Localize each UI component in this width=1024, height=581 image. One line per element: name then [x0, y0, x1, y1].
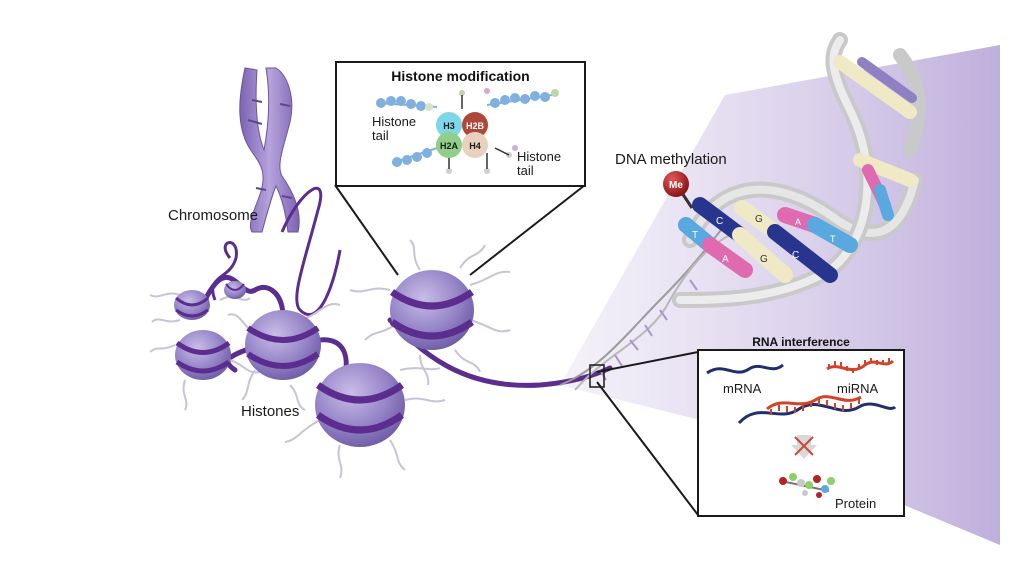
- mrna-bound-strand: [737, 402, 897, 425]
- dna-methylation-label: DNA methylation: [615, 151, 727, 168]
- nucleosome-4: [389, 270, 475, 350]
- dna-double-helix: [672, 32, 926, 308]
- base-pair-3: A T: [777, 207, 858, 253]
- h2b-label: H2B: [466, 121, 485, 131]
- histone-tail-right-line1: Histone: [517, 149, 562, 164]
- zoom-marker: [589, 364, 605, 388]
- zoom-line-left: [334, 184, 399, 276]
- mrna-strand: [706, 363, 784, 375]
- chromosome-icon: [239, 67, 342, 316]
- h4-label: H4: [469, 141, 481, 151]
- base-pair-4: G C: [734, 200, 838, 283]
- methyl-group-icon: Me: [663, 171, 694, 209]
- histone-tail-left-line2: tail: [372, 128, 389, 143]
- nucleosome-1: [175, 330, 231, 380]
- mrna-label: mRNA: [723, 381, 762, 396]
- h3-label: H3: [443, 121, 455, 131]
- h4-subunit: [462, 132, 488, 158]
- methyl-label: Me: [669, 180, 683, 191]
- blocked-arrow-icon: [791, 435, 817, 459]
- base-pair-1: C G: [692, 197, 793, 283]
- base-letter: A: [722, 254, 729, 265]
- histone-octamer-diagram: H3 H2B H2A H4: [376, 88, 559, 174]
- h3-subunit: [436, 112, 462, 138]
- nucleosome-small-2: [174, 290, 210, 320]
- h2b-subunit: [462, 112, 488, 138]
- histone-tail-left-line1: Histone: [372, 114, 417, 129]
- rna-interference-panel: RNA interference mRNA miRNA Protein: [697, 335, 905, 517]
- nucleosome-small-1: [224, 281, 246, 299]
- zoom-line-rna-bottom: [596, 381, 699, 516]
- nucleosome-3: [315, 363, 405, 447]
- chromosome-label: Chromosome: [168, 207, 259, 224]
- base-letter: G: [755, 214, 763, 225]
- base-letter: C: [792, 250, 799, 261]
- nucleosome-2: [245, 310, 321, 380]
- protein-molecule-icon: [779, 473, 835, 498]
- histone-tail-left-label: Histone tail: [372, 115, 416, 143]
- zoom-line-right: [469, 184, 586, 276]
- base-pair-2: T A: [678, 217, 753, 278]
- base-letter: T: [692, 230, 698, 241]
- base-letter: C: [716, 216, 723, 227]
- zoom-line-rna-top: [596, 351, 699, 373]
- rna-interference-title: RNA interference: [752, 335, 850, 349]
- histone-tail-right-label: Histone tail: [517, 150, 561, 178]
- histone-modification-panel: Histone modification H3 H2B H2A H4 Histo…: [335, 61, 586, 187]
- histone-tail-right-line2: tail: [517, 163, 534, 178]
- histone-modification-title: Histone modification: [391, 68, 530, 84]
- h2a-subunit: [436, 132, 462, 158]
- base-letter: A: [795, 217, 801, 227]
- histones-label: Histones: [241, 403, 300, 420]
- rna-interference-diagram: [706, 358, 897, 498]
- mirna-bound-strand: [766, 395, 862, 411]
- mirna-label: miRNA: [837, 381, 879, 396]
- h2a-label: H2A: [440, 141, 459, 151]
- base-letter: G: [760, 254, 768, 265]
- base-letter: T: [830, 234, 836, 244]
- protein-label: Protein: [835, 496, 877, 511]
